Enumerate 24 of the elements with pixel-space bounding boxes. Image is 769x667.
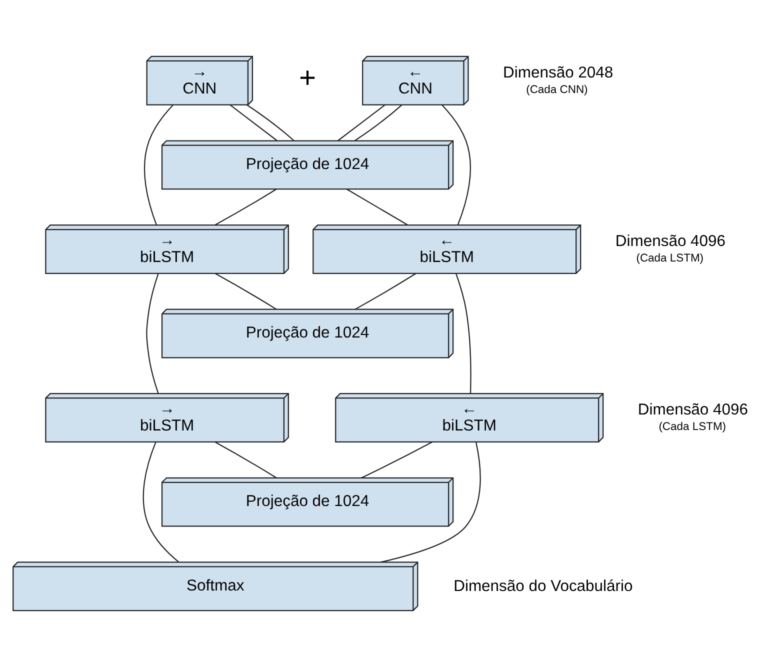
connector [230, 104, 278, 142]
connector [214, 272, 277, 310]
connector [354, 104, 402, 142]
label: + [298, 62, 316, 95]
connector [214, 441, 277, 478]
connector [346, 188, 408, 226]
connector [246, 104, 294, 142]
connector [144, 104, 174, 226]
connector [142, 442, 180, 563]
connector [338, 104, 386, 142]
label: Dimensão 4096 [638, 402, 748, 419]
label: (Cada LSTM) [658, 421, 726, 434]
connector [456, 273, 472, 394]
label: Dimensão 4096 [615, 233, 726, 250]
label: (Cada LSTM) [636, 252, 704, 265]
connector [442, 104, 471, 226]
connector [214, 188, 277, 226]
label: Dimensão 2048 [503, 64, 614, 82]
connector [355, 272, 416, 310]
connector [361, 441, 433, 478]
label: (Cada CNN) [526, 84, 588, 96]
label: Dimensão do Vocabulário [454, 578, 633, 596]
connector [146, 273, 159, 394]
connector [380, 442, 481, 563]
